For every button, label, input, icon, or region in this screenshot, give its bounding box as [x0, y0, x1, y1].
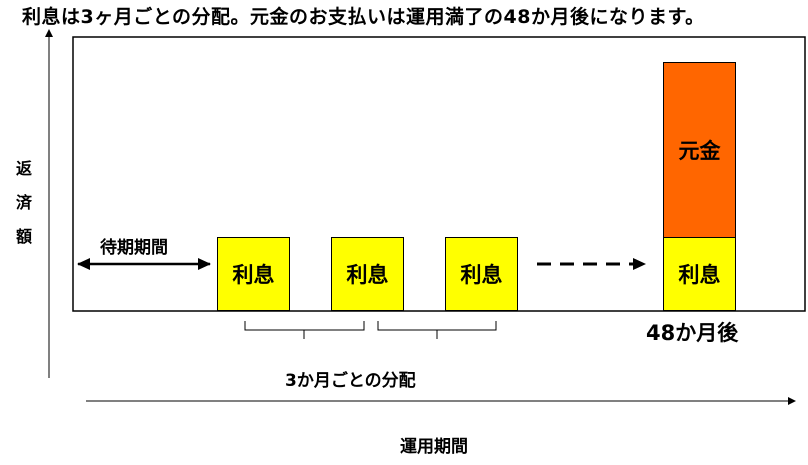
y-axis-label-char-2: 済 [15, 193, 32, 212]
diagram-title: 利息は3ヶ月ごとの分配。元金のお支払いは運用満了の48か月後になります。 [22, 6, 705, 28]
y-axis-label-char-1: 返 [15, 159, 32, 178]
interest-box-1: 利息 [217, 237, 290, 311]
y-axis-label: 返 済 額 [14, 152, 34, 254]
interest-box-final-label: 利息 [678, 263, 721, 287]
bracket-left [244, 321, 365, 339]
interest-box-final: 利息 [663, 237, 736, 311]
interest-box-1-label: 利息 [232, 263, 275, 287]
final-month-label: 48か月後 [646, 321, 739, 345]
principal-box-label: 元金 [678, 139, 721, 163]
x-axis-label: 運用期間 [400, 437, 468, 457]
distribution-interval-label: 3か月ごとの分配 [285, 371, 416, 391]
principal-box: 元金 [663, 62, 736, 238]
waiting-period-label: 待期期間 [100, 238, 168, 258]
chart-frame [72, 36, 806, 312]
interest-box-3: 利息 [445, 237, 518, 311]
interest-box-3-label: 利息 [460, 263, 503, 287]
bracket-right [377, 321, 497, 339]
interest-box-2: 利息 [331, 237, 404, 311]
interest-box-2-label: 利息 [346, 263, 389, 287]
y-axis-label-char-3: 額 [15, 227, 32, 246]
